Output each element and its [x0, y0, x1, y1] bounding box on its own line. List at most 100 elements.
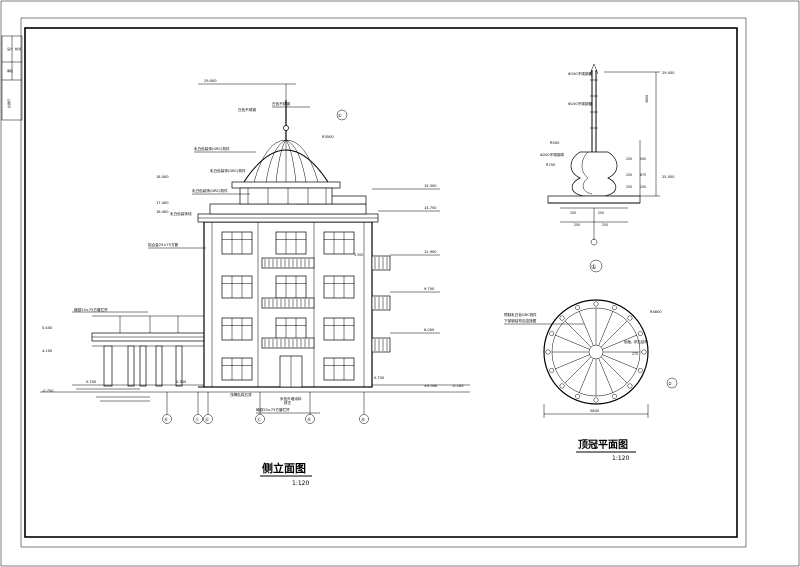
detail-callout: ①	[338, 113, 342, 118]
coping-note: 乳白色装饰线	[170, 211, 192, 216]
side-balcony	[371, 295, 391, 311]
rib-bolt	[559, 383, 565, 389]
base-r2-note: R700	[546, 163, 556, 167]
dim-3: 250	[626, 185, 632, 189]
lvl-dome-base: 18.000	[156, 175, 169, 179]
spire-note-1: 白色不锈钢	[238, 107, 256, 112]
rib-bolt	[575, 393, 581, 399]
window	[221, 275, 253, 299]
detail-callout-bubble	[589, 259, 603, 273]
plan-note-1: 预制乳白色GRC构件	[504, 312, 537, 317]
axis-bubbles: Ⓚ ⓐ Ⓖ Ⓒ Ⓓ Ⓗ	[162, 392, 369, 424]
column	[103, 345, 113, 387]
canopy-railing-note: 铸铁25×75方管栏杆	[74, 307, 108, 312]
dim-6: 875	[640, 173, 646, 177]
lvl-top: 29.000	[204, 79, 217, 83]
crown-outer-ring	[543, 299, 649, 405]
rib-bolt	[559, 315, 565, 321]
column	[127, 345, 135, 387]
rib-bolt	[611, 305, 617, 311]
rib	[555, 334, 590, 350]
plan-rib: 肋板, 详见结构	[624, 339, 648, 344]
axis-label: Ⓗ	[361, 416, 365, 422]
lvl-r-mid2: 6.000	[424, 328, 435, 332]
lvl-r-mid1: 9.700	[424, 287, 435, 291]
dim-1: 250	[626, 157, 632, 161]
rib-bolt	[627, 383, 633, 389]
window	[221, 231, 253, 255]
lvl-left-canopy2: 4.100	[42, 349, 53, 353]
rib	[564, 320, 592, 348]
lvl-base: 0.750	[374, 376, 385, 380]
axis-label: Ⓓ	[307, 416, 311, 422]
rib	[578, 311, 594, 346]
dim-w2: 250	[598, 211, 604, 215]
crown-plan-title: 顶冠平面图	[578, 439, 628, 451]
titleblock-sign: 比例尺	[6, 99, 11, 108]
side-title-strip: 设计 校对 审核 比例尺	[1, 35, 23, 121]
window	[323, 357, 355, 381]
parapet	[209, 203, 367, 215]
window	[323, 317, 355, 341]
lvl-r-3: 12.900	[424, 250, 437, 254]
axis-label: Ⓒ	[257, 416, 261, 422]
side-balcony	[371, 255, 391, 271]
axis-label: Ⓖ	[205, 416, 209, 422]
ball-note: Φ200不锈钢球	[540, 152, 564, 157]
window-frame-note: 铝合金25×75方管	[148, 242, 179, 247]
cornice-note-2: 乳白色装饰(GRC)构件	[192, 188, 228, 193]
plan-dim: 5800	[590, 409, 600, 413]
side-balcony	[371, 337, 391, 353]
cornice-note: 乳白色装饰(GRC)构件	[210, 168, 246, 173]
lvl-r-low: 3.300	[354, 253, 363, 257]
side-elevation-scale: 1:120	[292, 480, 309, 487]
titleblock-cell-1: 设计	[7, 46, 13, 51]
window	[323, 231, 355, 255]
base-r-note: R500	[550, 141, 560, 145]
rib-bolt	[545, 349, 551, 355]
dim-5: 500	[640, 157, 646, 161]
rib-bolt	[575, 305, 581, 311]
titleblock-cell-2: 校对	[15, 46, 21, 51]
column	[155, 345, 163, 387]
wall-paint-note: 米色外墙涂料	[280, 396, 302, 401]
side-elevation-title: 侧立面图	[262, 461, 306, 475]
base-paint-note: 浅褐色真石漆	[230, 392, 252, 397]
window	[275, 231, 307, 255]
entrance-canopy	[72, 315, 205, 402]
rib	[598, 311, 614, 346]
detail-callout-label: ①	[591, 264, 596, 271]
rib	[598, 358, 614, 393]
dome-radius-note: R3500	[322, 135, 334, 139]
crown-ribs	[545, 301, 647, 403]
rib-bolt	[611, 393, 617, 399]
window	[323, 275, 355, 299]
crown-plan: 5800 275 预制乳白色GRC构件 下部钢结构见结施图 R4800 肋板, …	[504, 299, 678, 462]
balcony	[261, 257, 315, 269]
rib	[602, 334, 637, 350]
rib	[600, 356, 628, 384]
dim-4: 250	[640, 185, 646, 189]
plan-radius: R4800	[650, 310, 662, 314]
rib	[578, 358, 594, 393]
balconies	[261, 255, 391, 353]
rib	[555, 354, 590, 370]
window-grid	[221, 231, 355, 388]
lvl-left-step: 0.700	[86, 380, 97, 384]
detail-dim-3600: 3600	[645, 95, 649, 103]
lvl-l1: 17.400	[156, 201, 169, 205]
dome	[231, 100, 341, 205]
window	[275, 317, 307, 341]
axis-label: ⓐ	[195, 416, 199, 422]
lvl-left-step2: 0.300	[176, 380, 187, 384]
window	[221, 357, 253, 381]
plan-callout-bubble	[666, 377, 678, 389]
lvl-r-top: 15.500	[424, 184, 437, 188]
axis-label: Ⓚ	[164, 416, 168, 422]
lvl-r-grade: -0.100	[452, 384, 464, 388]
column	[175, 345, 183, 387]
rib-bolt	[637, 331, 643, 337]
rib-bolt	[593, 397, 599, 403]
